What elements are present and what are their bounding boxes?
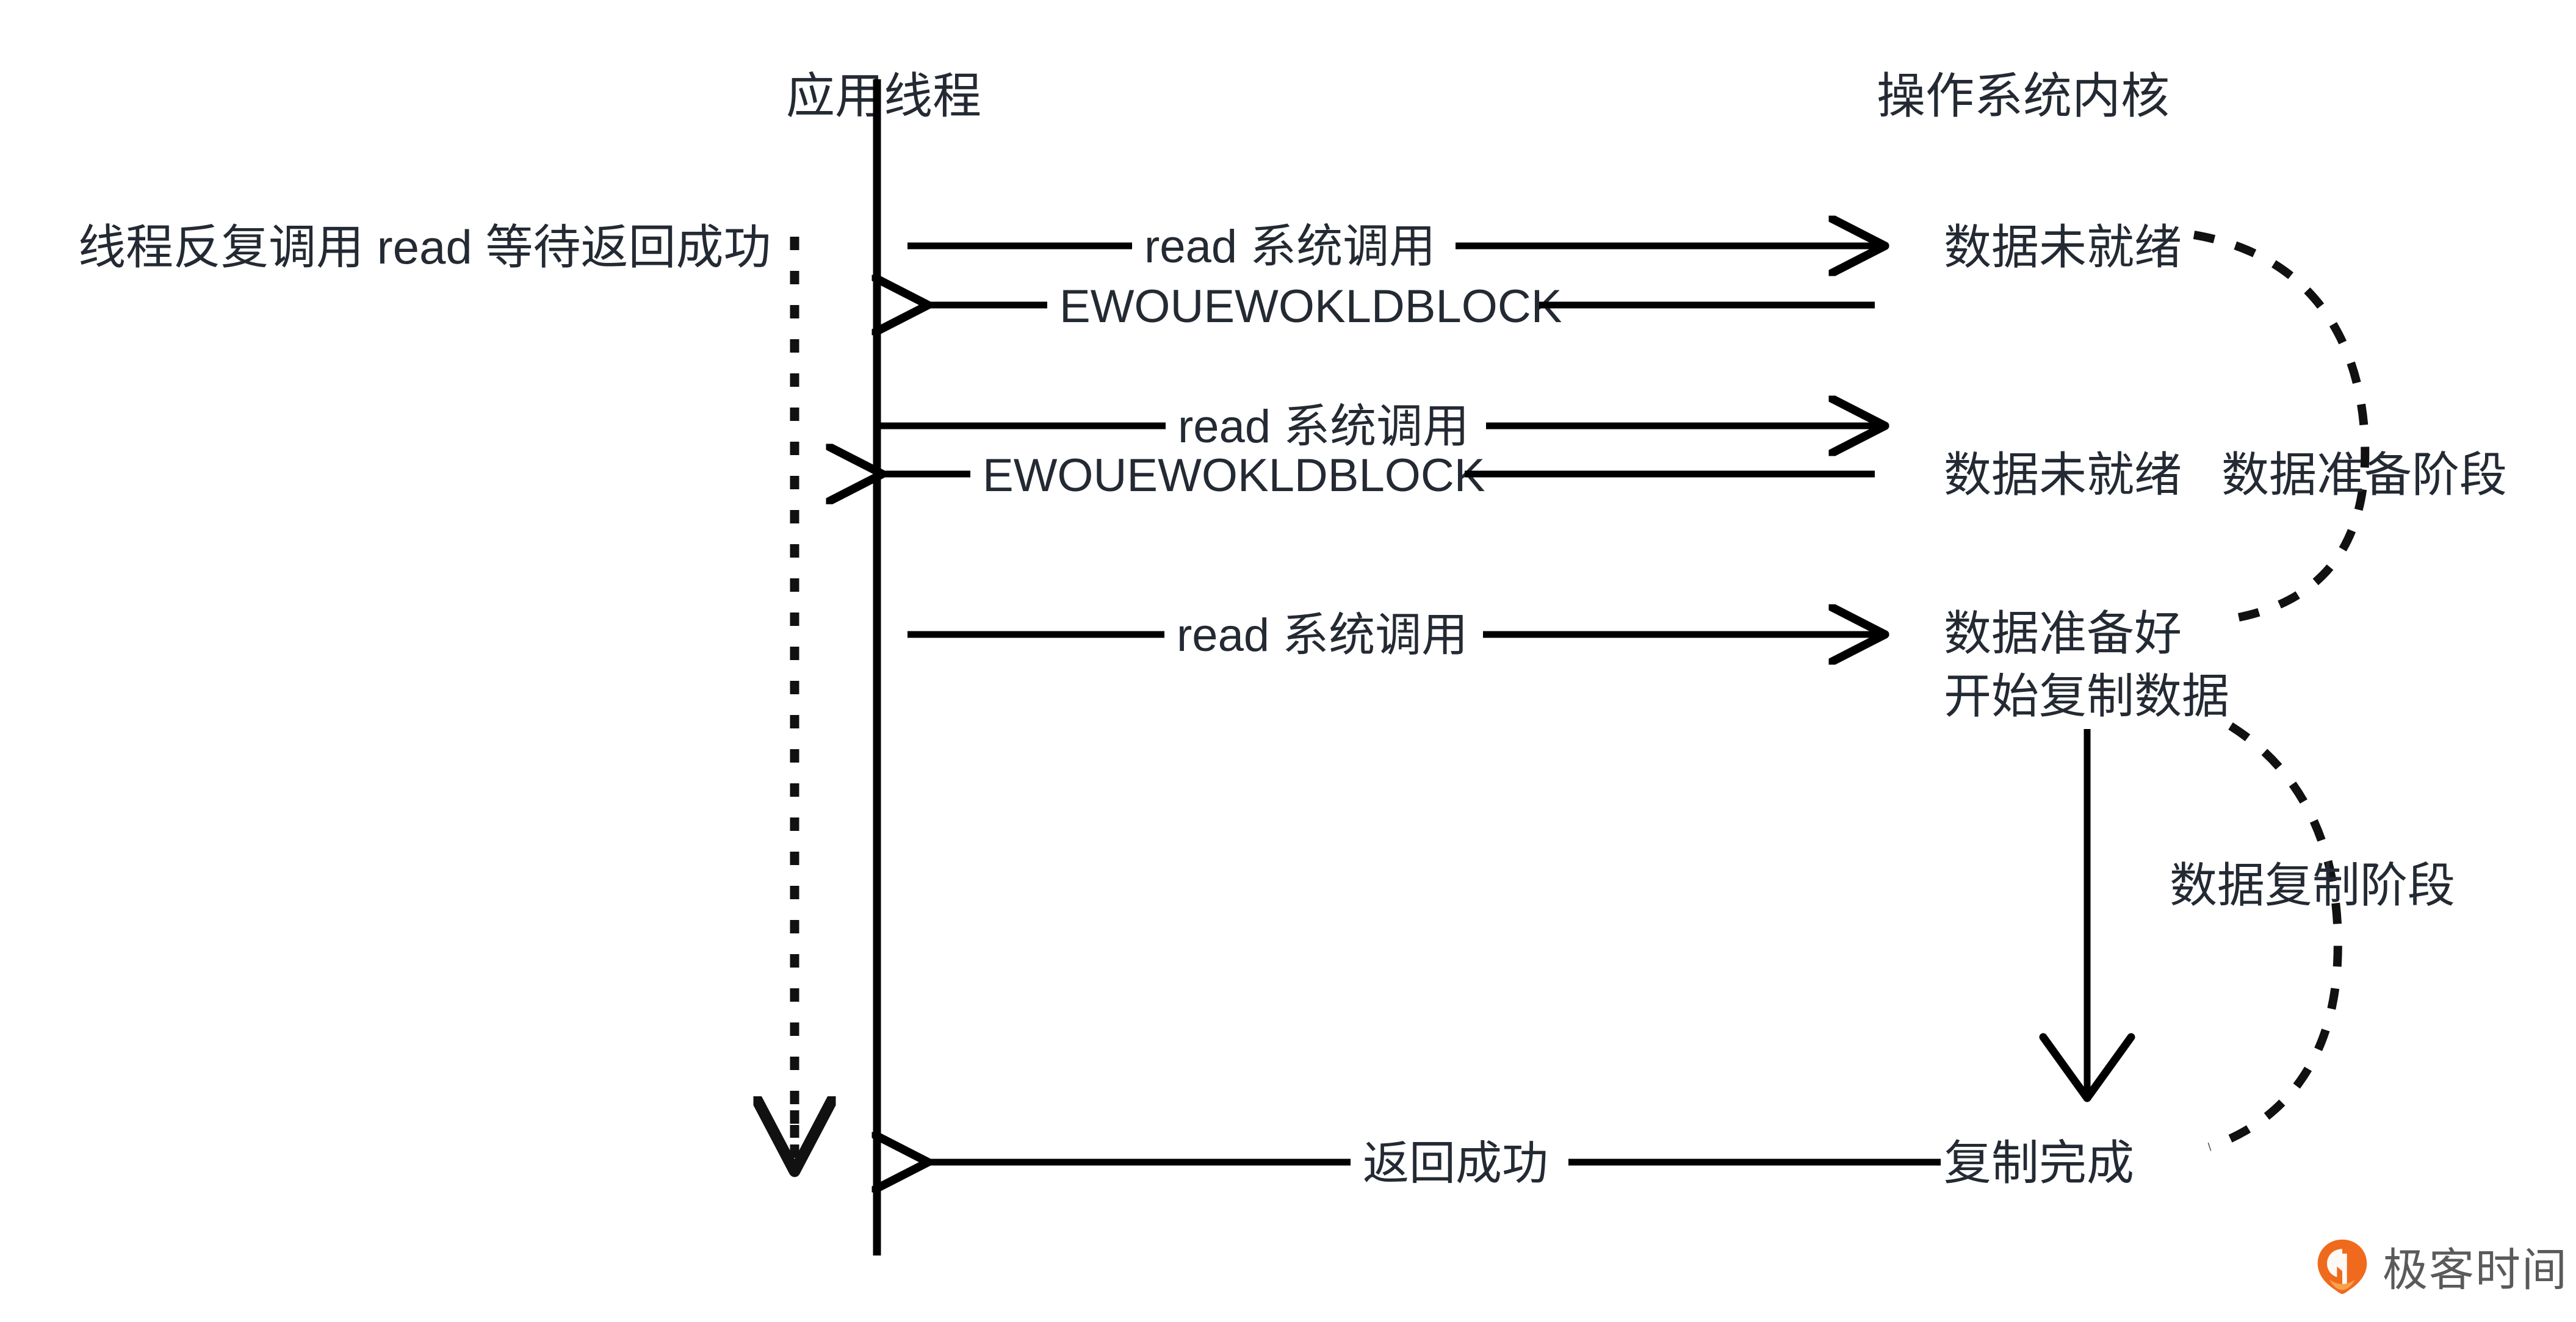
kernel-copy-arrowhead [2039, 1033, 2135, 1102]
message-row-4: EWOUEWOKLDBLOCK [877, 450, 1875, 501]
phase-brace-copy [2207, 722, 2342, 1151]
kernel-state-4: 开始复制数据 [1944, 669, 2229, 723]
message-row-2: EWOUEWOKLDBLOCK [923, 281, 1875, 332]
message-3-label: read 系统调用 [1178, 401, 1469, 453]
title-app-thread: 应用线程 [786, 69, 981, 123]
message-4-label: EWOUEWOKLDBLOCK [983, 450, 1485, 501]
geekbang-mark-icon [2317, 1239, 2367, 1294]
kernel-state-5: 复制完成 [1944, 1136, 2134, 1190]
message-row-6: 返回成功 [923, 1138, 1941, 1190]
phase-label-copy: 数据复制阶段 [2170, 858, 2455, 912]
title-os-kernel: 操作系统内核 [1877, 69, 2170, 123]
message-6-label: 返回成功 [1363, 1138, 1548, 1190]
phase-brace-prepare [2193, 231, 2370, 622]
message-row-1: read 系统调用 [907, 221, 1880, 273]
side-note-retry: 线程反复调用 read 等待返回成功 [78, 220, 771, 274]
kernel-state-3: 数据准备好 [1944, 606, 2182, 660]
message-row-3: read 系统调用 [877, 401, 1880, 453]
kernel-state-2: 数据未就绪 [1944, 448, 2182, 501]
message-2-label: EWOUEWOKLDBLOCK [1059, 281, 1562, 332]
kernel-state-1: 数据未就绪 [1944, 220, 2182, 274]
message-5-label: read 系统调用 [1177, 609, 1468, 661]
brand-name: 极客时间 [2383, 1245, 2568, 1295]
phase-label-prepare: 数据准备阶段 [2221, 448, 2507, 501]
message-1-label: read 系统调用 [1144, 221, 1435, 273]
message-row-5: read 系统调用 [907, 609, 1880, 661]
brand-logo: 极客时间 [2313, 1234, 2568, 1299]
